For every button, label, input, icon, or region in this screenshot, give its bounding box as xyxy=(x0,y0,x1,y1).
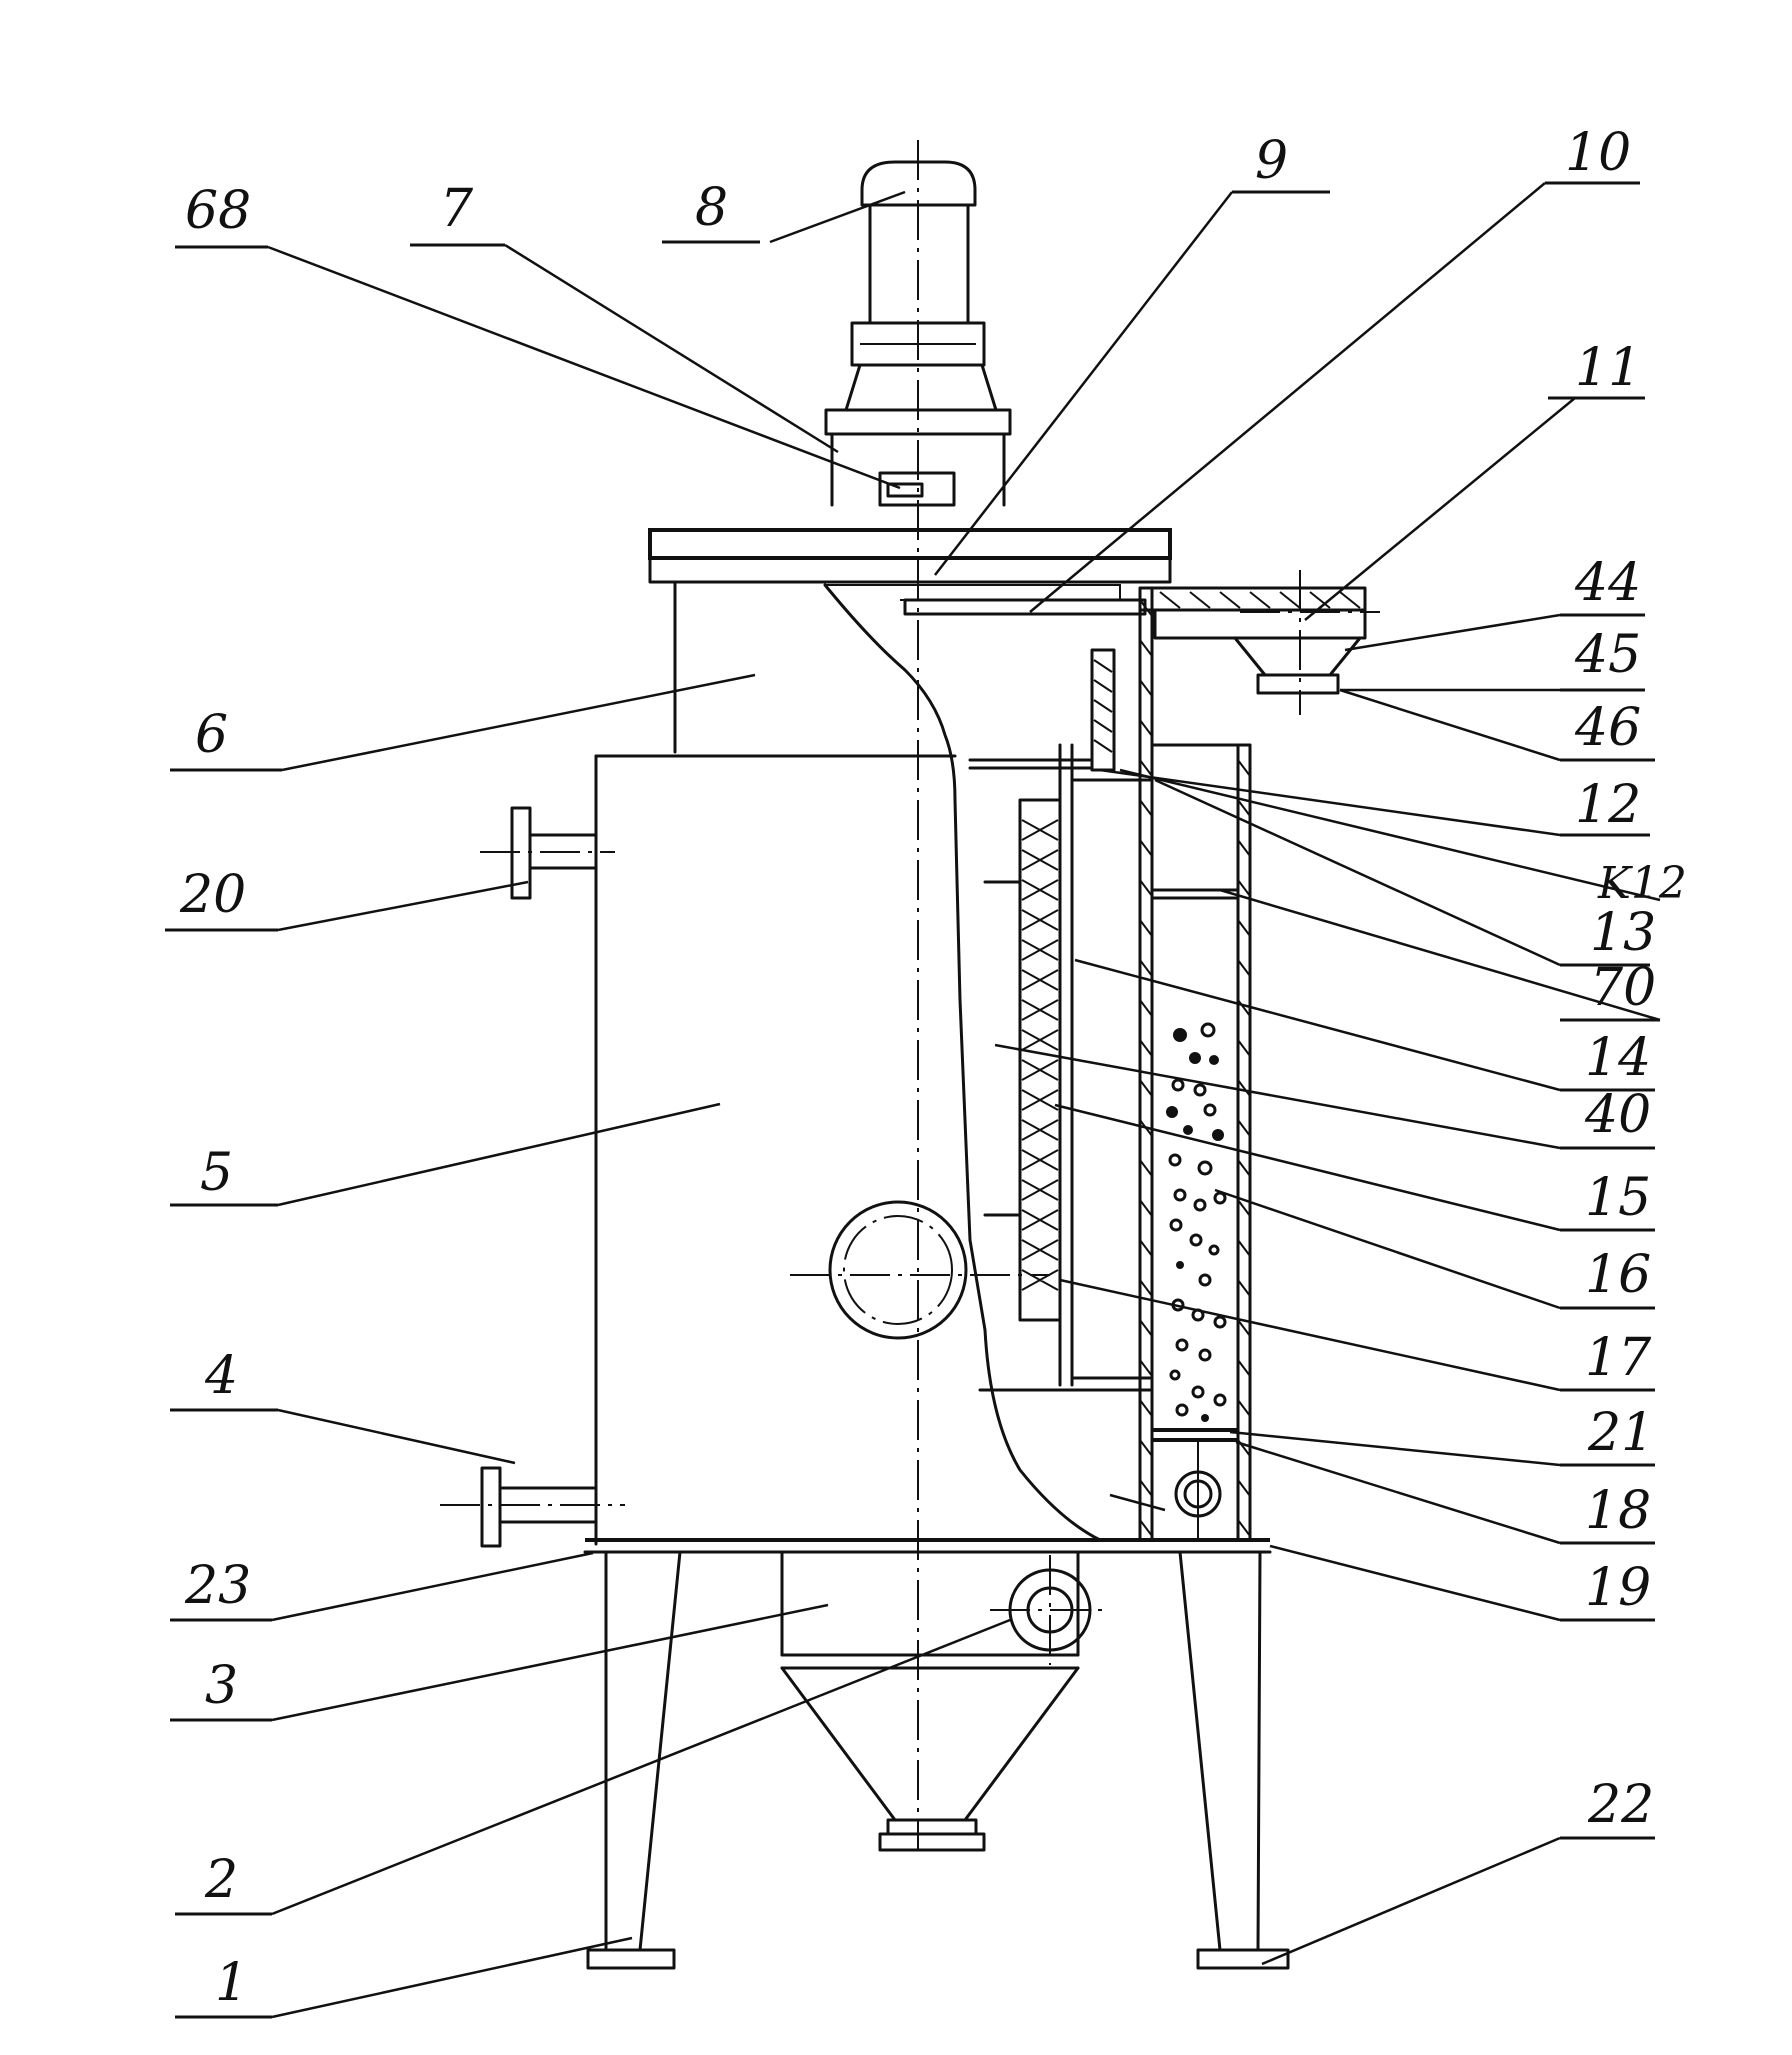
label-9: 9 xyxy=(1255,131,1288,191)
filter-assembly xyxy=(968,648,1152,1392)
nozzle-4 xyxy=(440,1466,625,1548)
label-6: 6 xyxy=(195,705,228,765)
label-14: 14 xyxy=(1585,1028,1651,1088)
label-70: 70 xyxy=(1590,958,1656,1018)
label-K12: K12 xyxy=(1597,858,1687,909)
part-labels: 68 7 8 9 10 11 44 45 46 6 12 K12 20 13 7… xyxy=(179,123,1687,2013)
motor xyxy=(824,160,1012,507)
label-23: 23 xyxy=(184,1556,251,1616)
label-7: 7 xyxy=(440,179,474,239)
top-outlet xyxy=(1138,570,1380,715)
label-4: 4 xyxy=(204,1346,238,1406)
label-underlines xyxy=(165,181,1660,2019)
support-legs xyxy=(586,1550,1290,1970)
label-46: 46 xyxy=(1574,698,1641,758)
label-20: 20 xyxy=(179,865,246,925)
label-1: 1 xyxy=(215,1953,248,2013)
label-21: 21 xyxy=(1587,1403,1654,1463)
label-3: 3 xyxy=(205,1656,238,1716)
label-5: 5 xyxy=(200,1143,233,1203)
label-68: 68 xyxy=(185,181,251,241)
label-22: 22 xyxy=(1587,1775,1654,1835)
label-8: 8 xyxy=(695,178,728,238)
round-housing xyxy=(790,1200,1050,1340)
label-45: 45 xyxy=(1574,625,1641,685)
label-12: 12 xyxy=(1575,775,1641,835)
nozzle-20 xyxy=(480,806,615,900)
top-cover xyxy=(648,528,1172,754)
label-17: 17 xyxy=(1585,1328,1652,1388)
leader-lines xyxy=(267,182,1661,2019)
label-10: 10 xyxy=(1565,123,1631,183)
label-13: 13 xyxy=(1590,903,1656,963)
label-19: 19 xyxy=(1585,1558,1651,1618)
label-40: 40 xyxy=(1584,1085,1651,1145)
label-44: 44 xyxy=(1574,553,1641,613)
bottom-hopper xyxy=(780,1550,1110,1852)
media-column xyxy=(1138,588,1252,1542)
vessel-body xyxy=(583,583,1272,1554)
media-particles xyxy=(1166,1022,1227,1422)
label-11: 11 xyxy=(1575,338,1641,398)
label-15: 15 xyxy=(1585,1168,1651,1228)
label-18: 18 xyxy=(1585,1481,1651,1541)
label-16: 16 xyxy=(1585,1245,1651,1305)
label-2: 2 xyxy=(204,1850,238,1910)
